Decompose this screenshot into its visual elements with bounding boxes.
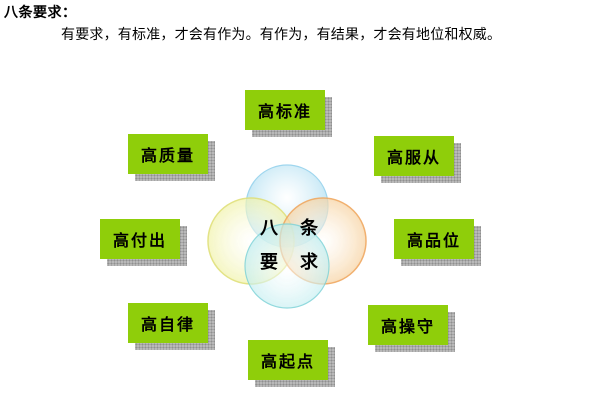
tag-standard: 高标准 bbox=[245, 90, 332, 137]
tag-quality: 高质量 bbox=[128, 134, 215, 181]
center-char-3: 要 bbox=[260, 252, 278, 273]
tag-quality-label: 高质量 bbox=[128, 134, 208, 174]
tag-dedication: 高付出 bbox=[100, 219, 187, 266]
tag-starting-point: 高起点 bbox=[248, 340, 335, 387]
tag-standard-label: 高标准 bbox=[245, 90, 325, 130]
tag-self-discipline: 高自律 bbox=[128, 303, 215, 350]
tag-grade: 高品位 bbox=[394, 219, 481, 266]
center-char-2: 条 bbox=[300, 218, 318, 239]
center-char-4: 求 bbox=[300, 252, 318, 273]
tag-integrity: 高操守 bbox=[368, 305, 455, 352]
circle-teal bbox=[244, 223, 330, 309]
tag-grade-label: 高品位 bbox=[394, 219, 474, 259]
tag-obedience-label: 高服从 bbox=[374, 136, 454, 176]
tag-dedication-label: 高付出 bbox=[100, 219, 180, 259]
tag-self-discipline-label: 高自律 bbox=[128, 303, 208, 343]
tag-starting-point-label: 高起点 bbox=[248, 340, 328, 380]
page-heading: 八条要求： bbox=[4, 5, 77, 21]
tag-integrity-label: 高操守 bbox=[368, 305, 448, 345]
subtitle-text: 有要求，有标准，才会有作为。有作为，有结果，才会有地位和权威。 bbox=[61, 27, 502, 43]
center-char-1: 八 bbox=[260, 218, 278, 239]
tag-obedience: 高服从 bbox=[374, 136, 461, 183]
